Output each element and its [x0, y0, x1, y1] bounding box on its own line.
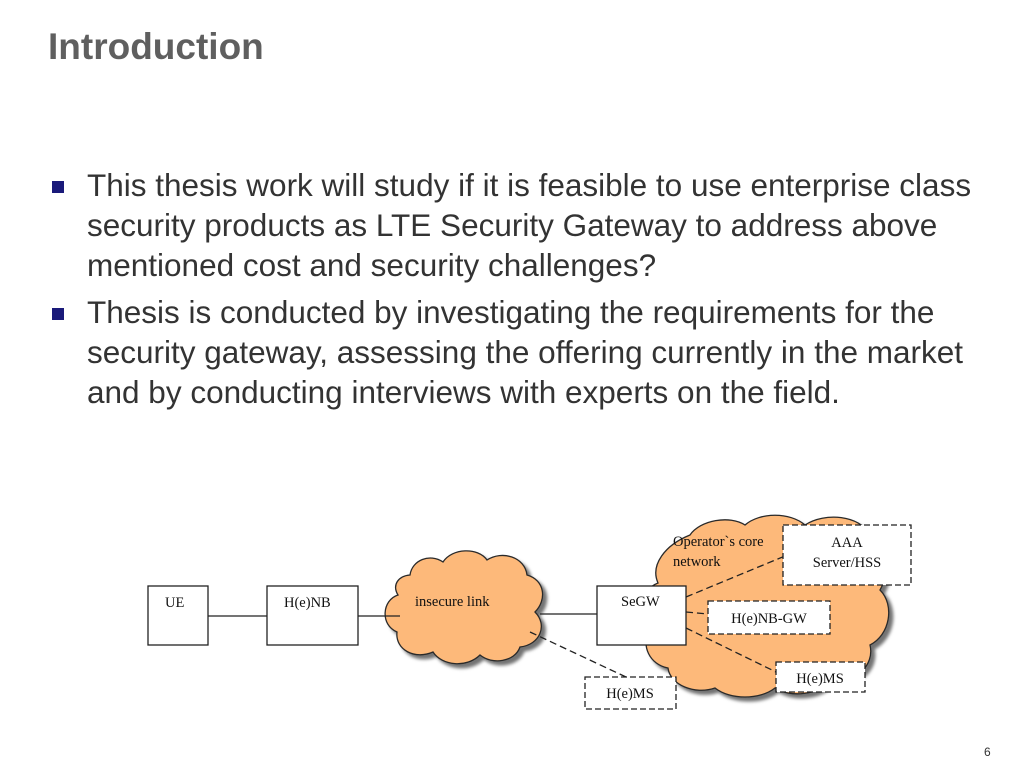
- henb-gw-box: [707, 600, 831, 635]
- henb-gw-label: H(e)NB-GW: [731, 611, 807, 627]
- segw-box: [596, 585, 687, 646]
- hems-bottom-label: H(e)MS: [606, 686, 654, 702]
- core-network-label-line2: network: [673, 554, 721, 570]
- bullet-list: This thesis work will study if it is fea…: [44, 165, 984, 419]
- bullet-item-1: This thesis work will study if it is fea…: [44, 165, 984, 285]
- link-segw-aaa: [685, 555, 786, 598]
- ue-box: [147, 585, 209, 646]
- segw-label: SeGW: [621, 594, 660, 610]
- aaa-box: [782, 524, 912, 586]
- bullet-text-2: Thesis is conducted by investigating the…: [87, 294, 964, 410]
- core-network-label-line1: Operator`s core: [673, 534, 764, 550]
- link-cloud-hems-bottom: [529, 631, 627, 678]
- bullet-item-2: Thesis is conducted by investigating the…: [44, 292, 984, 412]
- slide-number: 6: [984, 745, 991, 759]
- insecure-link-label: insecure link: [415, 594, 490, 610]
- henb-box: [266, 585, 359, 646]
- insecure-link-cloud: [384, 550, 544, 665]
- link-segw-hems-right: [685, 627, 777, 673]
- henb-label: H(e)NB: [284, 595, 331, 611]
- square-bullet-icon: [52, 308, 64, 320]
- bullet-text-1: This thesis work will study if it is fea…: [87, 167, 972, 283]
- square-bullet-icon: [52, 181, 64, 193]
- link-segw-henbgw: [685, 611, 709, 615]
- hems-right-label: H(e)MS: [796, 671, 844, 687]
- hems-bottom-box: [584, 676, 677, 710]
- aaa-label-line2: Server/HSS: [813, 555, 881, 571]
- slide-title: Introduction: [48, 26, 264, 67]
- hems-right-box: [775, 661, 866, 693]
- ue-label: UE: [165, 595, 184, 611]
- aaa-label-line1: AAA: [831, 535, 863, 551]
